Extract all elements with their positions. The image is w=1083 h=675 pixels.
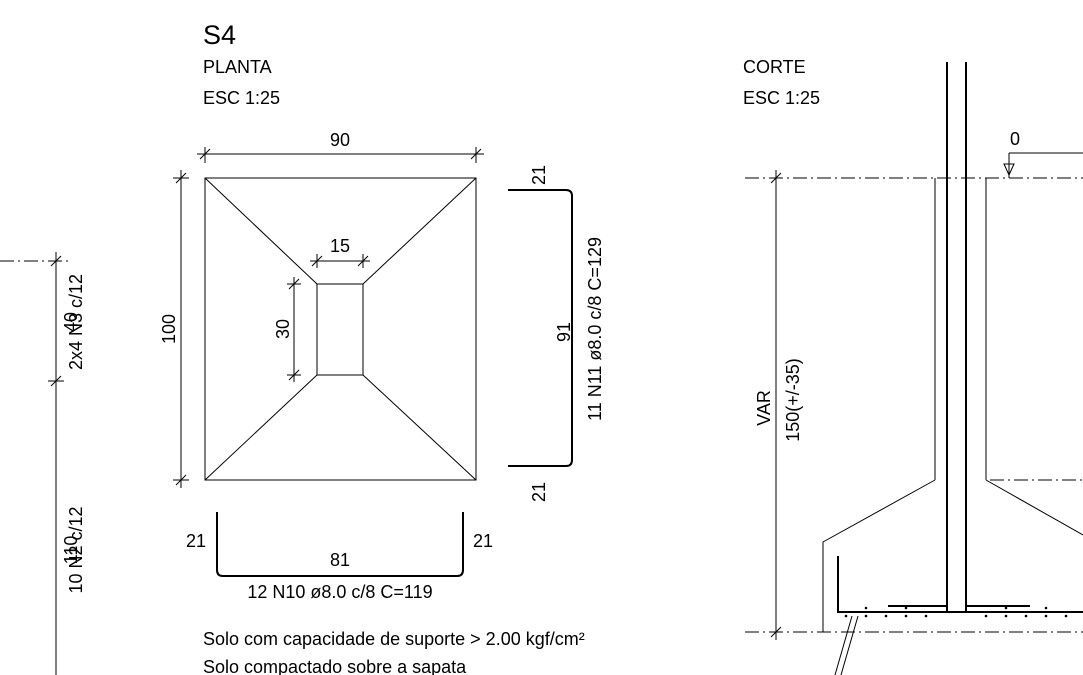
pillar-outline [316,283,364,376]
footing-bottom-bar [837,556,1083,613]
plan-label: PLANTA [203,57,272,77]
bar-n10-label: 12 N10 ø8.0 c/8 C=119 [247,582,432,602]
footing-outline [204,177,477,481]
bar-n11-label: 11 N11 ø8.0 c/8 C=129 [585,237,605,421]
left-label-bottom-text: 10 N2 c/12 [66,506,86,593]
dim-height-text: 100 [159,314,179,344]
left-dim-tick [50,255,62,267]
dim-pillar-width-text: 15 [330,236,350,256]
plan-scale: ESC 1:25 [203,88,280,108]
var-dim-tick [770,626,782,638]
dim-tick [470,148,482,160]
dim-tick [175,474,187,486]
dim-tick [175,172,187,184]
level-zero-text: 0 [1010,129,1020,149]
slope-line [362,177,477,285]
bar-n10-right-hook: 21 [473,531,493,551]
footing-left-profile [822,479,936,632]
dim-tick [288,278,300,290]
bar-n11-length: 91 [554,322,574,342]
var-dim-tick [770,172,782,184]
bar-n10: 21 81 21 12 N10 ø8.0 c/8 C=119 [186,512,493,602]
footing-right-profile [985,479,1083,536]
section-scale: ESC 1:25 [743,88,820,108]
slope-line [362,374,477,481]
left-column-detail: 40 2x4 N3 c/12 110 [0,252,81,675]
slope-line [204,177,318,285]
plan-view: 90 100 15 30 [159,130,484,488]
note-soil-capacity: Solo com capacidade de suporte > 2.00 kg… [203,629,585,649]
bar-n10-length: 81 [330,550,350,570]
rebar-dots [844,606,1068,618]
note-soil-compacted: Solo compactado sobre a sapata [203,657,467,675]
dim-tick [357,255,369,267]
section-view: 0 VAR 150(+/-35) [745,62,1083,675]
dim-width-text: 90 [330,130,350,150]
section-label: CORTE [743,57,806,77]
bar-n11-shape [508,189,573,467]
leader-line [834,615,853,675]
plan-title: S4 [203,20,236,50]
left-label-top-text: 2x4 N3 c/12 [66,274,86,370]
slope-line [204,374,318,481]
bar-n10-shape [216,512,464,577]
bar-n11-bottom-hook: 21 [529,482,549,502]
left-dim-top: 40 [61,312,81,332]
dim-tick [288,369,300,381]
leader-line [840,615,859,675]
dim-pillar-height-text: 30 [273,319,293,339]
dim-tick [199,148,211,160]
var-label: VAR [754,390,774,426]
bar-n11-top-hook: 21 [529,165,549,185]
var-value: 150(+/-35) [783,358,803,442]
dim-tick [311,255,323,267]
left-dim-bottom: 110 [61,536,81,565]
bar-n11: 21 91 11 N11 ø8.0 c/8 C=129 21 [508,165,605,502]
bar-n10-left-hook: 21 [186,531,206,551]
